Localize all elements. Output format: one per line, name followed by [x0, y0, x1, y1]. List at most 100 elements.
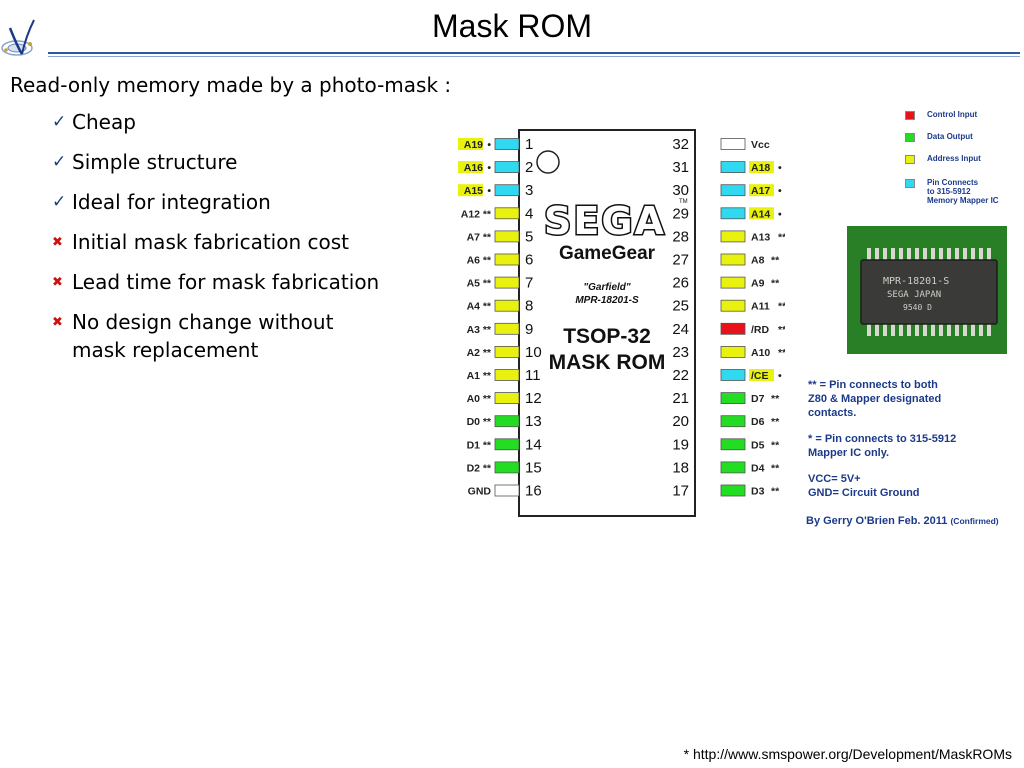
pin-number: 3	[525, 182, 533, 199]
pin-25: 25 A11 **	[672, 298, 787, 315]
pin-number: 32	[672, 136, 689, 153]
pin-pad	[494, 230, 520, 243]
pin-label: A5	[467, 278, 481, 290]
pin-label: A11	[751, 301, 770, 313]
pin-tag: **	[771, 416, 780, 428]
chip-type: MASK ROM	[549, 351, 666, 374]
pin-label: D7	[751, 393, 765, 405]
pin-label: A12	[461, 208, 480, 220]
legend-item-data: Data Output	[905, 132, 973, 142]
pin-label: A1	[467, 370, 481, 382]
pin-tag: •	[778, 370, 782, 382]
cross-icon: ✖	[52, 235, 63, 250]
pin-pad	[494, 461, 520, 474]
title-divider	[48, 52, 1020, 54]
pin-label: A3	[467, 324, 481, 336]
pin-tag: **	[778, 231, 785, 243]
pin-label-highlight	[749, 184, 774, 197]
pin-pad	[720, 369, 746, 381]
pin-1: 1 A19 •	[458, 136, 533, 153]
pin-tag: •	[487, 162, 491, 174]
pin-number: 5	[525, 228, 533, 245]
pin-label: A8	[751, 255, 765, 267]
svg-text:9540 D: 9540 D	[903, 303, 932, 312]
pin-label: A17	[751, 185, 770, 197]
pin1-marker	[536, 150, 560, 174]
pin-label: A14	[751, 208, 770, 220]
bullet-text: Ideal for integration	[72, 190, 271, 214]
pin-tag: **	[483, 324, 492, 336]
pin-label-highlight	[749, 161, 774, 174]
pin-label: A13	[751, 231, 770, 243]
pin-number: 1	[525, 136, 533, 153]
pin-tag: **	[483, 439, 492, 451]
source-link[interactable]: * http://www.smspower.org/Development/Ma…	[683, 746, 1012, 762]
pin-number: 25	[672, 298, 689, 315]
bullet-item: ✖No design change without mask replaceme…	[52, 308, 432, 364]
pin-tag: **	[483, 231, 492, 243]
pin-number: 30	[672, 182, 689, 199]
pin-tag: **	[771, 439, 780, 451]
legend-label: Pin Connects to 315-5912 Memory Mapper I…	[927, 178, 999, 205]
chip-body	[518, 129, 696, 517]
pin-label: A10	[751, 347, 770, 359]
pin-pad	[720, 392, 746, 405]
pin-6: 6A6**	[467, 252, 534, 269]
pin-label: A18	[751, 162, 770, 174]
pin-pad	[720, 299, 746, 312]
pin-pad	[494, 369, 520, 381]
pin-number: 22	[672, 367, 689, 384]
pin-pad	[720, 161, 746, 173]
legend-label: Data Output	[927, 132, 973, 141]
pin-tag: **	[771, 278, 780, 290]
chip-part-number: MPR-18201-S	[575, 295, 639, 306]
checkmark-icon: ✓	[52, 152, 67, 172]
pin-pad	[720, 484, 746, 497]
note-double-star: ** = Pin connects to both Z80 & Mapper d…	[808, 379, 942, 419]
pin-tag: •	[487, 139, 491, 151]
pin-number: 11	[525, 367, 541, 384]
pin-label: A19	[464, 139, 483, 151]
pin-24: 24/RD**	[672, 321, 787, 338]
pin-label: A2	[467, 347, 481, 359]
pin-pad	[720, 415, 746, 428]
pin-number: 23	[672, 344, 689, 361]
bullet-item: ✓Ideal for integration	[52, 188, 432, 216]
pin-label: D1	[467, 439, 481, 451]
cross-icon: ✖	[52, 275, 63, 290]
pin-label: D0	[467, 416, 481, 428]
pin-number: 27	[672, 252, 689, 269]
pin-pad	[720, 184, 746, 197]
legend-label: Address Input	[927, 154, 981, 163]
pin-tag: **	[483, 416, 492, 428]
pin-number: 10	[525, 344, 542, 361]
pinout-diagram: SEGA TM GameGear "Garfield" MPR-18201-S …	[455, 120, 787, 530]
legend-item-control: Control Input	[905, 110, 977, 120]
pin-label-highlight	[458, 138, 483, 150]
pin-5: 5A7**	[467, 228, 534, 245]
pin-number: 17	[672, 483, 689, 500]
pin-pad	[494, 207, 520, 220]
pin-tag: •	[487, 185, 491, 197]
pin-label: Vcc	[751, 139, 770, 151]
pin-label: A6	[467, 255, 481, 267]
credit-status: (Confirmed)	[950, 516, 999, 526]
pin-tag: **	[771, 486, 780, 498]
pin-pad	[494, 299, 520, 312]
pin-label-highlight	[458, 161, 483, 174]
pin-tag: **	[778, 301, 785, 313]
chip-package: TSOP-32	[563, 325, 651, 348]
pin-pad	[494, 415, 520, 428]
pin-number: 24	[672, 321, 689, 338]
